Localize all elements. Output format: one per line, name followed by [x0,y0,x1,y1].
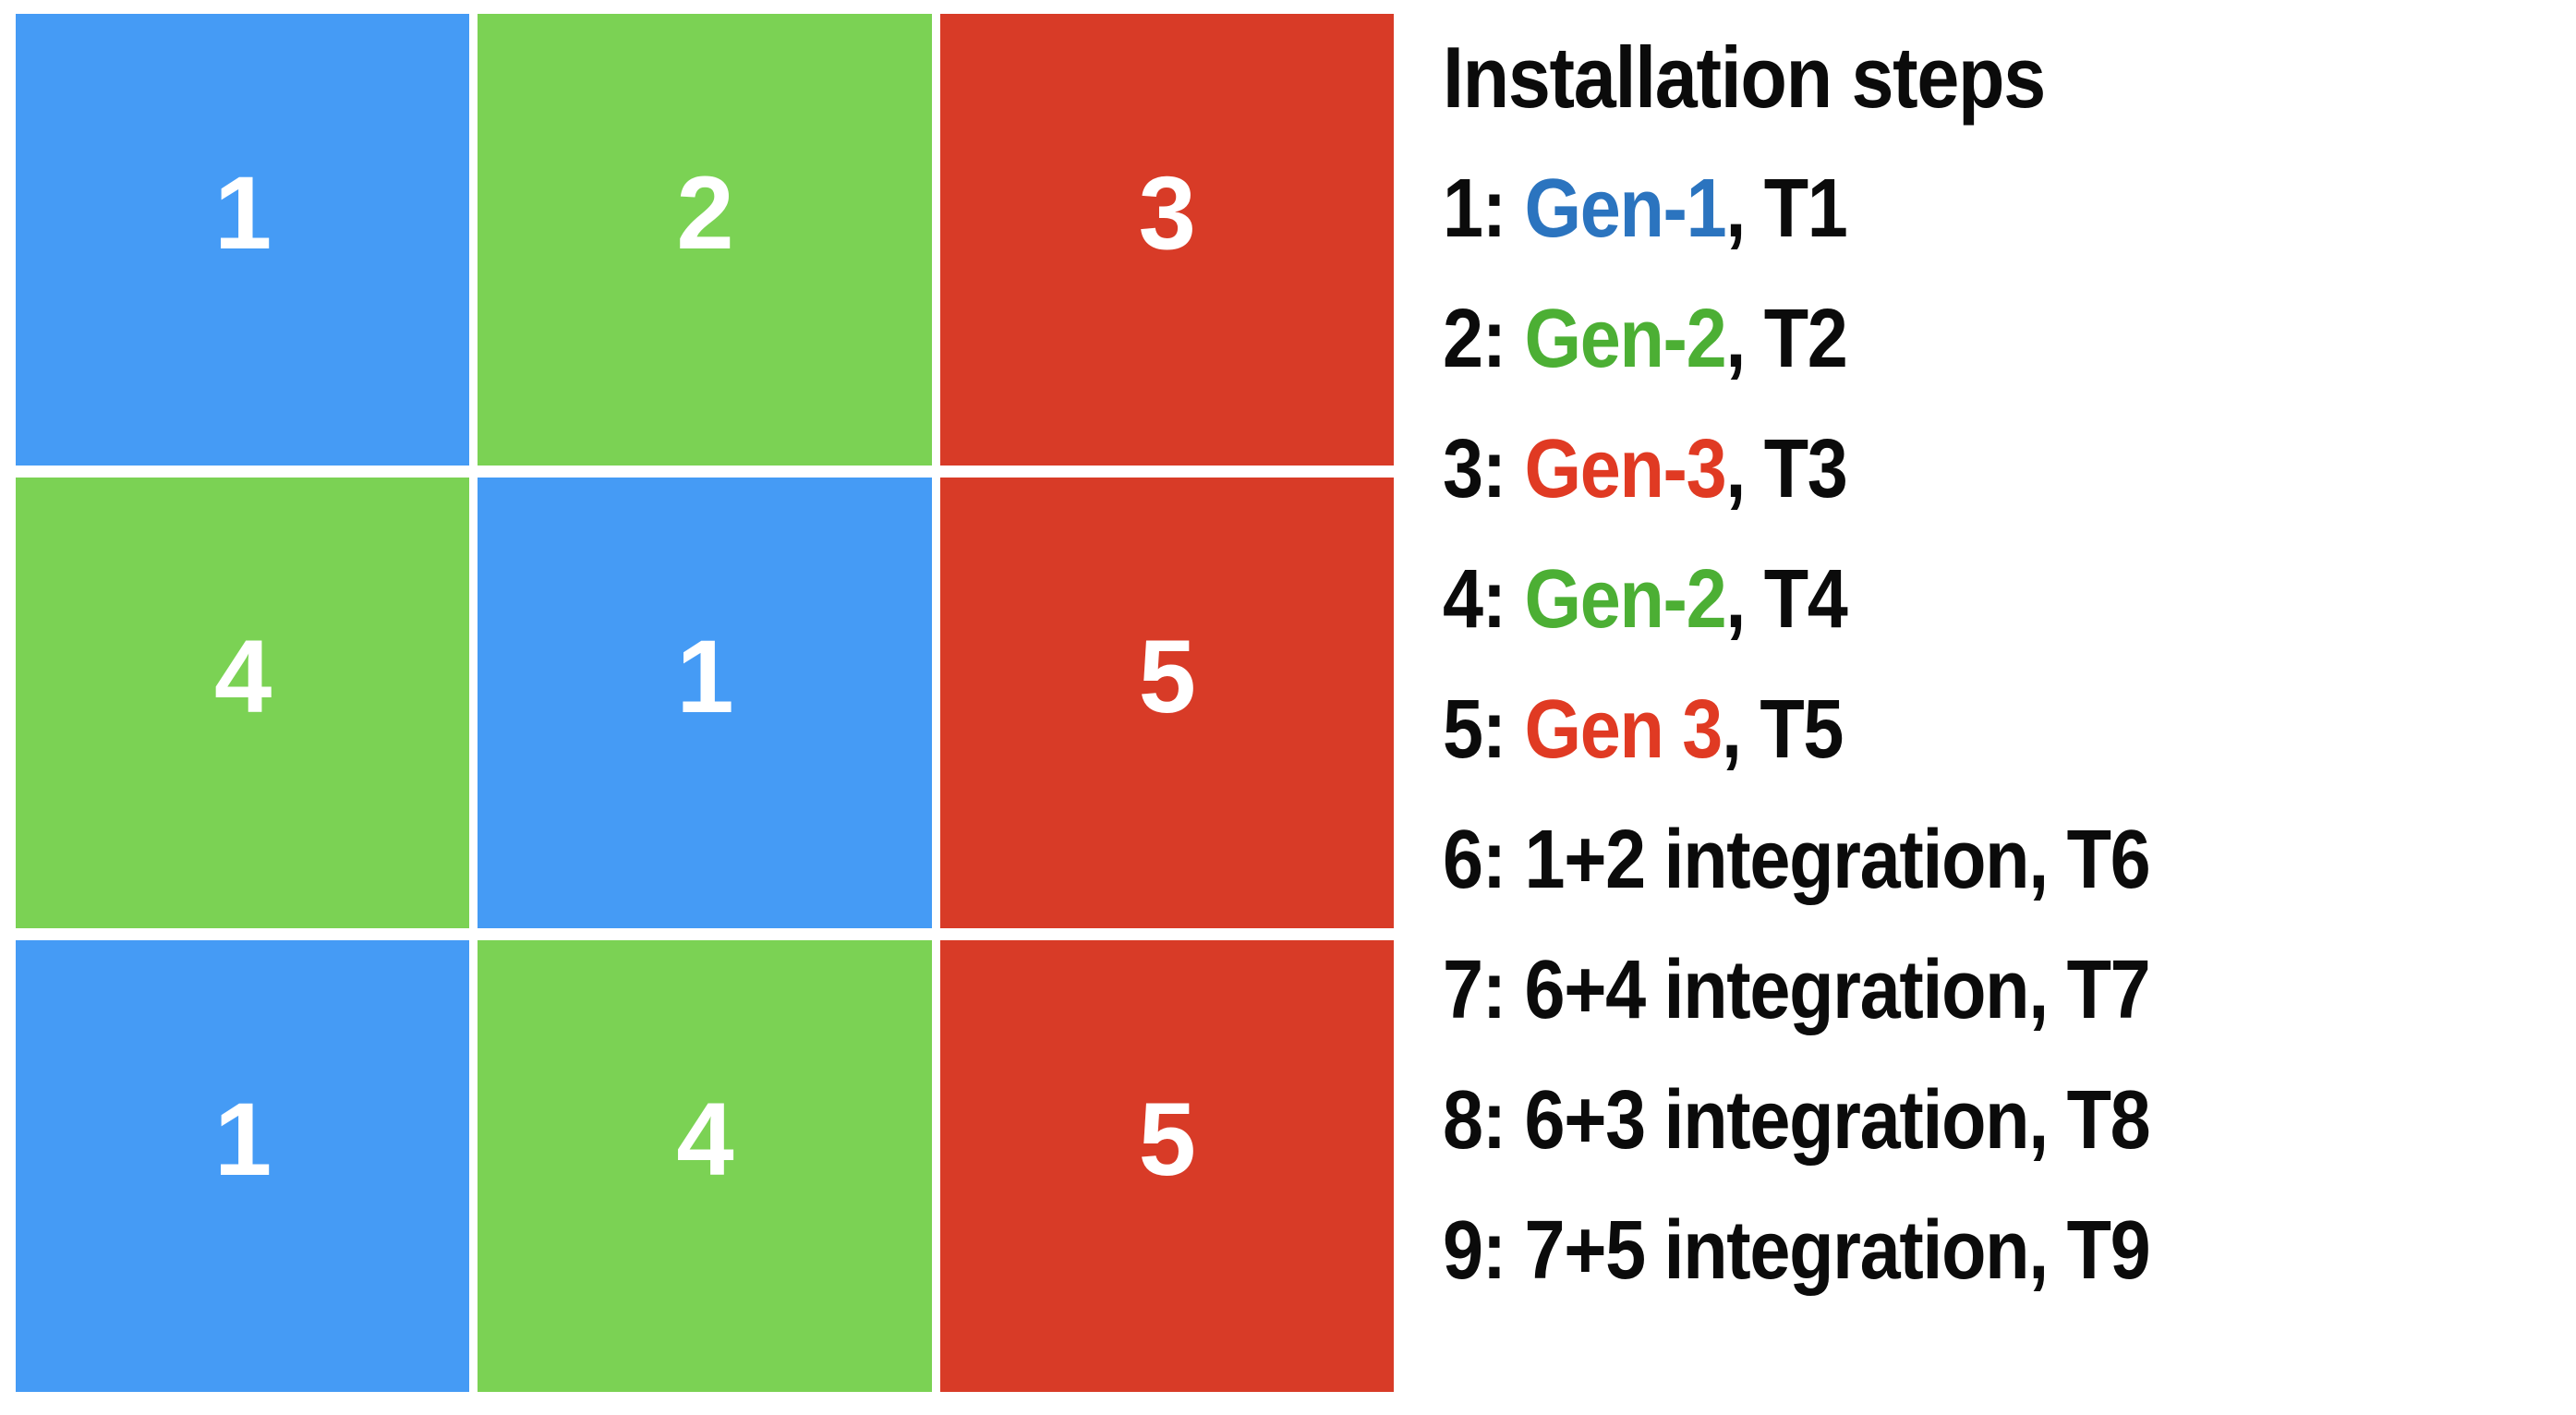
grid-cell-number: 1 [214,1082,272,1198]
legend-step-time: , T7 [2028,944,2150,1036]
legend-step-index: 7: [1443,944,1506,1036]
legend-step-name: 6+3 integration [1524,1074,2029,1167]
legend-title: Installation steps [1443,29,2046,126]
legend-step-index: 6: [1443,814,1506,906]
legend-step-name: Gen-2 [1524,293,1726,385]
legend-step-item: 1: Gen-1, T1 [1443,144,2426,274]
legend-step-index: 3: [1443,423,1506,515]
legend-step-name: Gen-3 [1524,423,1726,515]
grid-cell-number: 4 [214,618,272,734]
legend-step-time: , T6 [2028,814,2150,906]
grid-cell[interactable]: 2 [478,14,932,466]
legend-step-item: 2: Gen-2, T2 [1443,274,2426,405]
grid-cell[interactable]: 1 [478,477,932,929]
legend-step-name: Gen-1 [1524,163,1726,255]
legend-step-time: , T3 [1725,423,1847,515]
grid-cell[interactable]: 4 [478,940,932,1392]
legend-step-time: , T8 [2028,1074,2150,1167]
legend-step-item: 8: 6+3 integration, T8 [1443,1056,2426,1186]
legend-step-index: 8: [1443,1074,1506,1167]
legend-step-name: Gen-2 [1524,553,1726,646]
legend-step-name: 1+2 integration [1524,814,2029,906]
grid-cell[interactable]: 5 [939,940,1394,1392]
grid-cell-number: 2 [676,155,733,271]
grid-cell-number: 5 [1138,618,1196,734]
legend-step-item: 4: Gen-2, T4 [1443,535,2426,665]
grid-cell-number: 1 [214,155,272,271]
legend-step-item: 7: 6+4 integration, T7 [1443,925,2426,1056]
grid-cell-number: 5 [1138,1082,1196,1198]
installation-grid: 1 2 3 4 1 5 1 4 5 [16,14,1394,1392]
legend-step-index: 5: [1443,683,1506,776]
grid-cell-number: 4 [676,1082,733,1198]
legend-step-name: 7+5 integration [1524,1204,2029,1297]
legend-step-time: , T9 [2028,1204,2150,1297]
grid-cell-number: 1 [676,618,733,734]
legend-step-item: 9: 7+5 integration, T9 [1443,1186,2426,1316]
legend-step-item: 5: Gen 3, T5 [1443,665,2426,795]
legend-step-index: 2: [1443,293,1506,385]
legend-step-item: 3: Gen-3, T3 [1443,405,2426,535]
legend-step-name: Gen 3 [1524,683,1723,776]
legend-step-index: 9: [1443,1204,1506,1297]
grid-cell[interactable]: 5 [939,477,1394,929]
legend-step-time: , T2 [1725,293,1847,385]
grid-cell[interactable]: 1 [16,14,470,466]
grid-cell-number: 3 [1138,155,1196,271]
grid-cell[interactable]: 4 [16,477,470,929]
legend-step-index: 4: [1443,553,1506,646]
legend-step-time: , T4 [1725,553,1847,646]
grid-cell[interactable]: 3 [939,14,1394,466]
legend-step-item: 6: 1+2 integration, T6 [1443,795,2426,925]
legend-step-time: , T1 [1725,163,1847,255]
legend-step-index: 1: [1443,163,1506,255]
legend-step-name: 6+4 integration [1524,944,2029,1036]
grid-cell[interactable]: 1 [16,940,470,1392]
legend-step-time: , T5 [1721,683,1844,776]
